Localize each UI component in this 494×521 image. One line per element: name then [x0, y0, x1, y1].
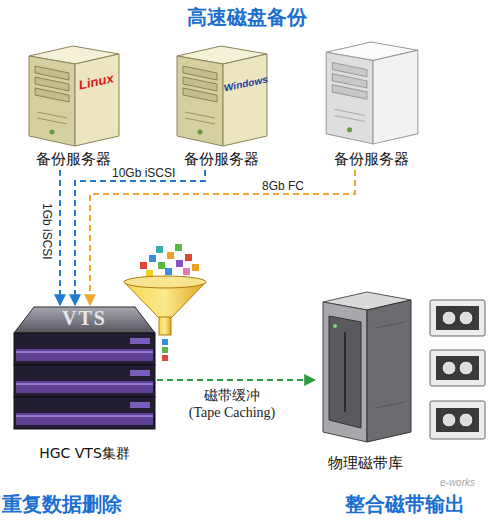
windows-server-illustration	[170, 40, 272, 150]
cartridge-shell	[430, 350, 485, 386]
tape-cartridge	[430, 350, 485, 386]
data-block	[158, 262, 165, 269]
funnel-rim	[124, 276, 206, 288]
cartridge-window	[436, 356, 479, 380]
tape-cartridge	[430, 401, 485, 439]
cartridge-reel	[459, 361, 473, 375]
feature-label: 整合磁带输出	[345, 491, 465, 518]
data-block	[162, 355, 168, 361]
server-caption: 备份服务器	[320, 150, 422, 169]
linux-server-illustration	[22, 40, 124, 150]
data-block	[185, 254, 192, 261]
dashed-connector	[59, 170, 61, 305]
cartridge-reel	[442, 361, 456, 375]
tape-library-illustration	[315, 288, 415, 446]
link-label: 1Gb iSCSI	[40, 203, 54, 260]
data-block	[192, 264, 199, 271]
data-block	[176, 260, 183, 267]
cartridge-window	[436, 306, 479, 330]
data-block	[183, 268, 190, 275]
dashed-connector	[75, 170, 205, 305]
data-block	[162, 347, 168, 353]
data-block	[175, 244, 182, 251]
diagram-title: 高速磁盘备份	[0, 4, 494, 31]
device-caption: 物理磁带库	[315, 454, 415, 473]
cartridge-shell	[430, 300, 485, 336]
windows-server-illustration	[177, 46, 267, 146]
funnel-spout	[159, 317, 171, 335]
cartridge-shell	[430, 401, 485, 439]
data-block	[156, 246, 163, 253]
cartridge-reel	[442, 413, 456, 427]
link-label: 磁带缓冲 (Tape Caching)	[188, 387, 276, 421]
server-illustration	[326, 42, 418, 144]
tape-library-node: 物理磁带库	[315, 288, 415, 474]
feature-label: 重复数据删除	[2, 491, 122, 518]
data-block	[162, 339, 168, 345]
server-illustration	[320, 36, 422, 148]
link-label: 10Gb iSCSI	[112, 166, 175, 180]
data-block	[149, 255, 156, 262]
tape-cartridge	[430, 300, 485, 336]
data-block	[167, 252, 174, 259]
dashed-connector	[157, 379, 315, 381]
server-caption: 备份服务器	[22, 150, 124, 169]
cartridge-window	[436, 408, 479, 432]
data-block	[165, 268, 172, 275]
device-brand: VTS	[12, 307, 157, 330]
server-node: Windows备份服务器	[170, 40, 272, 170]
vts-cluster-node: VTS HGC VTS集群	[12, 305, 157, 465]
linux-server-illustration	[29, 46, 119, 146]
data-block	[140, 262, 147, 269]
cartridge-reel	[442, 311, 456, 325]
link-label: 8Gb FC	[262, 179, 304, 193]
tape-library-illustration	[323, 292, 411, 442]
cartridge-reel	[459, 311, 473, 325]
server-caption: 备份服务器	[170, 150, 272, 169]
server-node: Linux备份服务器	[22, 40, 124, 170]
server-node: 备份服务器	[320, 36, 422, 170]
watermark: e-works	[440, 477, 475, 488]
cartridge-reel	[459, 413, 473, 427]
device-caption: HGC VTS集群	[12, 445, 157, 463]
dashed-connector	[90, 170, 355, 305]
